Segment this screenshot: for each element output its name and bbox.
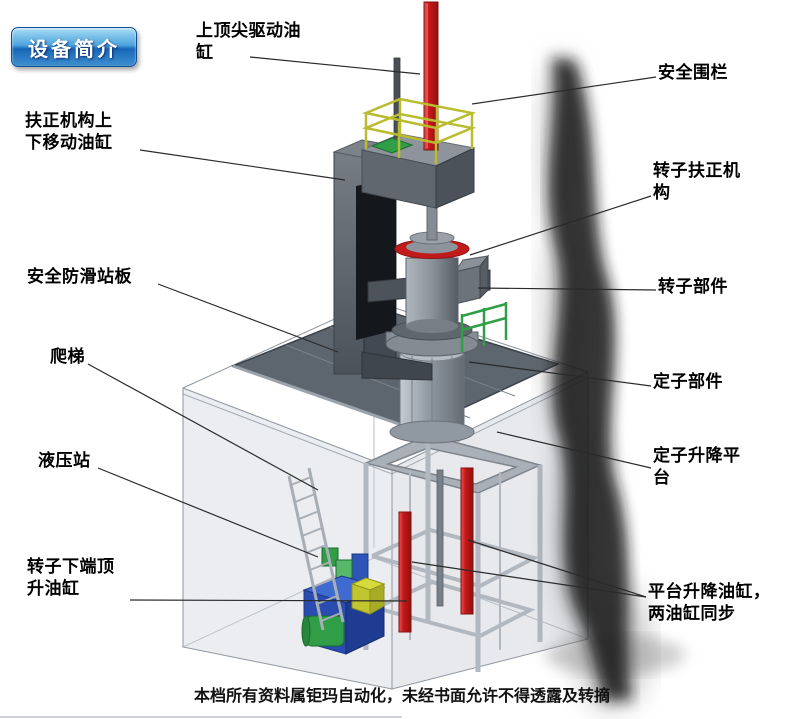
shadow-smudge bbox=[542, 55, 685, 710]
press-column bbox=[332, 139, 433, 381]
rotor-assembly-parts bbox=[385, 197, 479, 357]
deck-fence bbox=[460, 302, 508, 352]
label-stator-lift-platform: 定子升降平 台 bbox=[653, 446, 741, 488]
label-centering-updown-cylinder: 扶正机构上 下移动油缸 bbox=[25, 111, 113, 153]
platform-cylinders bbox=[398, 467, 474, 633]
top-drive-cylinder-rod bbox=[393, 1, 439, 151]
label-platform-lift-cylinders: 平台升降油缸， 两油缸同步 bbox=[648, 582, 771, 624]
footer-note: 本档所有资料属钜玛自动化，未经书面允许不得透露及转摘 bbox=[193, 688, 610, 705]
label-rotor-centering-mechanism: 转子扶正机 构 bbox=[653, 161, 741, 203]
title-badge: 设备简介 bbox=[11, 27, 137, 67]
ladder-structure bbox=[287, 467, 345, 631]
label-stator-parts: 定子部件 bbox=[653, 372, 723, 391]
bottom-edge-line bbox=[0, 716, 402, 718]
leader-lines bbox=[87, 56, 657, 602]
crosshead-box bbox=[360, 133, 476, 209]
label-antislip-standing-board: 安全防滑站板 bbox=[27, 267, 132, 286]
label-top-drive-cylinder: 上顶尖驱动油 缸 bbox=[196, 21, 301, 63]
label-rotor-parts: 转子部件 bbox=[658, 277, 728, 296]
label-rotor-bottom-jack-cylinder: 转子下端顶 升油缸 bbox=[27, 557, 115, 599]
safety-fence-railing bbox=[361, 97, 477, 164]
title-badge-label: 设备简介 bbox=[28, 38, 120, 61]
label-ladder: 爬梯 bbox=[50, 347, 85, 366]
stator-assembly bbox=[389, 342, 475, 444]
label-safety-fence: 安全围栏 bbox=[658, 63, 728, 82]
label-hydraulic-station: 液压站 bbox=[38, 451, 91, 470]
